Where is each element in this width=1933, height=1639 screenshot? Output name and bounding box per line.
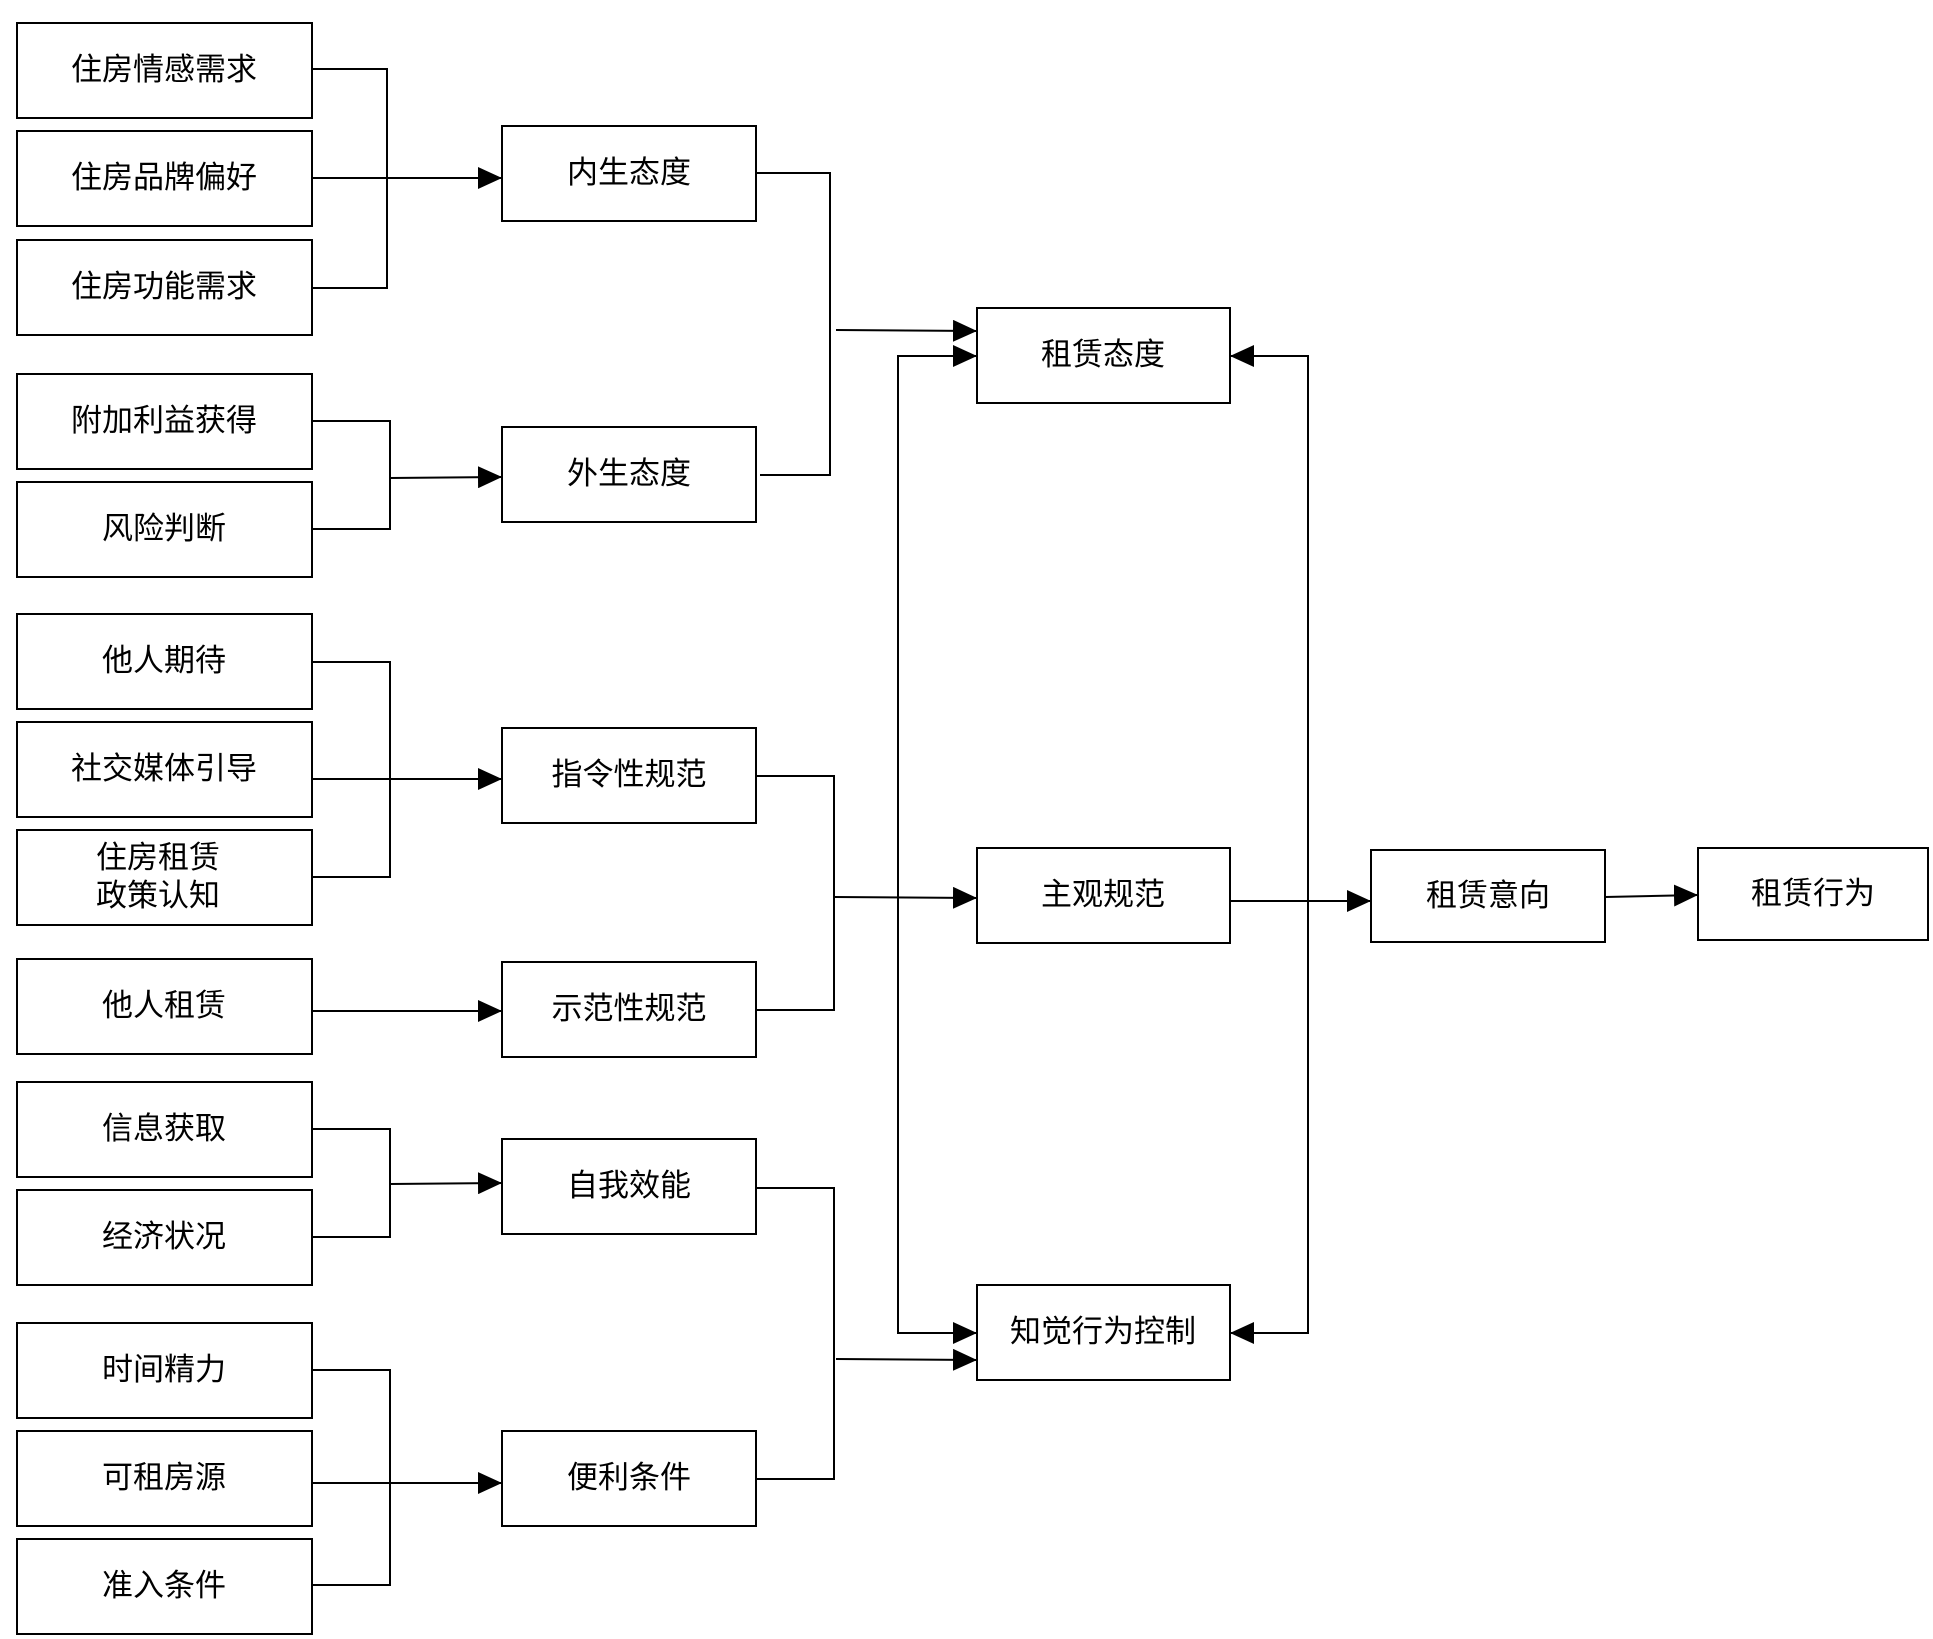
node-brand: 住房品牌偏好: [16, 130, 313, 227]
loop-right: [1230, 355, 1309, 1334]
node-intention: 租赁意向: [1370, 849, 1606, 943]
node-function: 住房功能需求: [16, 239, 313, 336]
node-behavior: 租赁行为: [1697, 847, 1929, 941]
svg-text:知觉行为控制: 知觉行为控制: [1010, 1314, 1196, 1350]
node-descriptive: 示范性规范: [501, 961, 757, 1058]
arrow-to-self-efficacy: [389, 1172, 503, 1195]
svg-text:租赁行为: 租赁行为: [1751, 876, 1875, 912]
node-media: 社交媒体引导: [16, 721, 313, 818]
node-time: 时间精力: [16, 1322, 313, 1419]
svg-text:主观规范: 主观规范: [1041, 877, 1165, 913]
svg-text:他人期待: 他人期待: [102, 643, 226, 679]
svg-text:住房租赁: 住房租赁: [96, 840, 220, 876]
node-injunctive: 指令性规范: [501, 727, 757, 824]
svg-text:自我效能: 自我效能: [567, 1168, 691, 1204]
arrow-to-pbc: [835, 1348, 978, 1371]
connectors: [312, 68, 1699, 1586]
node-endo-attitude: 内生态度: [501, 125, 757, 222]
loop-left: [897, 355, 977, 1334]
node-benefit: 附加利益获得: [16, 373, 313, 470]
svg-text:政策认知: 政策认知: [96, 878, 220, 914]
arrow-to-rent-attitude: [835, 319, 978, 342]
svg-text:住房情感需求: 住房情感需求: [71, 52, 257, 88]
svg-text:风险判断: 风险判断: [102, 511, 226, 547]
node-self-efficacy: 自我效能: [501, 1138, 757, 1235]
connector-time-access: [312, 1369, 391, 1586]
arrow-to-subjective-norm: [833, 886, 978, 909]
connector-benefit-risk: [312, 420, 391, 530]
node-pbc: 知觉行为控制: [976, 1284, 1231, 1381]
arrow-to-exo-attitude: [389, 466, 503, 489]
svg-text:租赁意向: 租赁意向: [1426, 878, 1550, 914]
node-source: 可租房源: [16, 1430, 313, 1527]
svg-text:准入条件: 准入条件: [102, 1568, 226, 1604]
svg-text:便利条件: 便利条件: [567, 1460, 691, 1496]
svg-text:他人租赁: 他人租赁: [102, 988, 226, 1024]
svg-text:示范性规范: 示范性规范: [552, 991, 707, 1027]
nodes: 住房情感需求 住房品牌偏好 住房功能需求 附加利益获得 风险判断 他人期待 社交…: [16, 22, 1929, 1635]
node-info: 信息获取: [16, 1081, 313, 1178]
node-facilitating: 便利条件: [501, 1430, 757, 1527]
node-risk: 风险判断: [16, 481, 313, 578]
svg-text:附加利益获得: 附加利益获得: [71, 403, 257, 439]
node-access: 准入条件: [16, 1538, 313, 1635]
svg-text:租赁态度: 租赁态度: [1041, 337, 1165, 373]
svg-text:内生态度: 内生态度: [567, 155, 691, 191]
svg-text:指令性规范: 指令性规范: [552, 757, 707, 793]
connector-info-economy: [312, 1128, 391, 1238]
connector-expect-policy: [312, 661, 391, 878]
svg-text:经济状况: 经济状况: [102, 1219, 226, 1255]
svg-text:社交媒体引导: 社交媒体引导: [71, 751, 257, 787]
node-others-rent: 他人租赁: [16, 958, 313, 1055]
node-exo-attitude: 外生态度: [501, 426, 757, 523]
connector-attitudes: [756, 172, 831, 476]
arrow-to-behavior: [1604, 884, 1699, 907]
svg-text:可租房源: 可租房源: [102, 1460, 226, 1496]
connector-control: [756, 1187, 835, 1480]
connector-norms: [756, 775, 835, 1011]
node-expect: 他人期待: [16, 613, 313, 710]
svg-text:信息获取: 信息获取: [102, 1111, 226, 1147]
node-policy: 住房租赁 政策认知: [16, 829, 313, 926]
svg-text:时间精力: 时间精力: [102, 1352, 226, 1388]
svg-text:外生态度: 外生态度: [567, 456, 691, 492]
svg-text:住房功能需求: 住房功能需求: [71, 269, 257, 305]
node-emotion: 住房情感需求: [16, 22, 313, 119]
node-rent-attitude: 租赁态度: [976, 307, 1231, 404]
node-economy: 经济状况: [16, 1189, 313, 1286]
node-subjective-norm: 主观规范: [976, 847, 1231, 944]
svg-text:住房品牌偏好: 住房品牌偏好: [71, 160, 257, 196]
